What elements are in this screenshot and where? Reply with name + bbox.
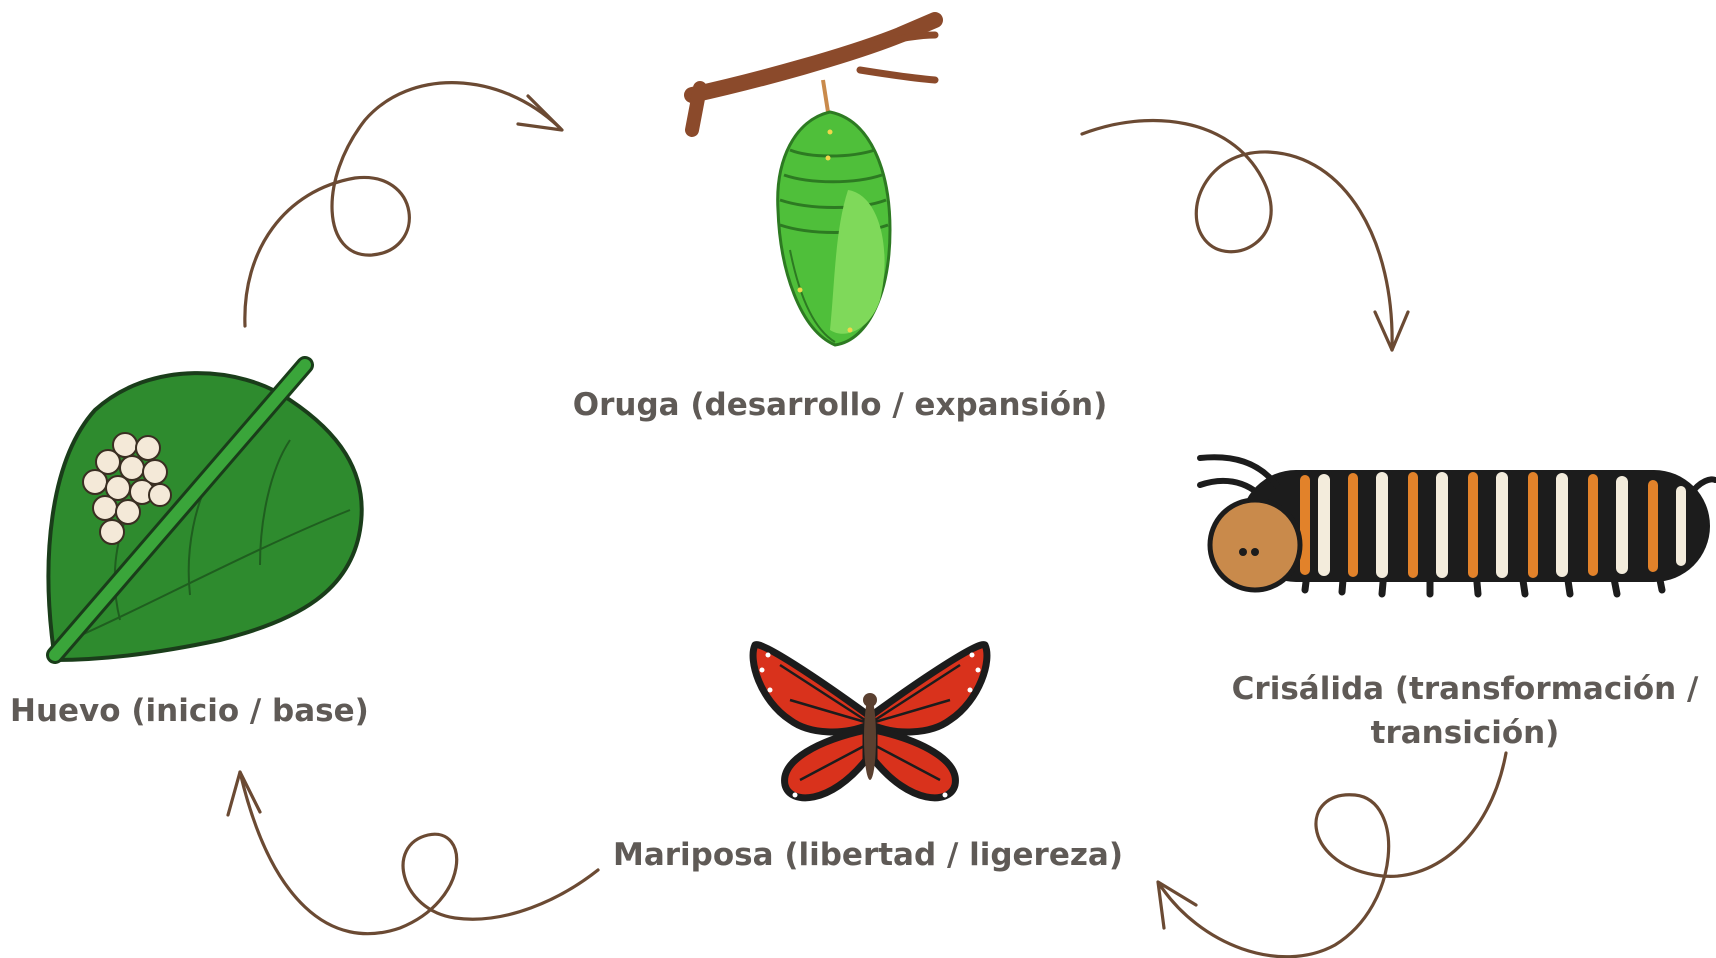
arrow-mariposa-to-huevo xyxy=(228,772,598,934)
label-huevo: Huevo (inicio / base) xyxy=(10,689,360,733)
arrow-crisalida-to-mariposa xyxy=(1158,753,1506,957)
caterpillar-icon xyxy=(1200,457,1715,594)
leaf-with-eggs-icon xyxy=(48,365,361,660)
label-crisalida: Crisálida (transformación / transición) xyxy=(1220,667,1710,755)
label-mariposa: Mariposa (libertad / ligereza) xyxy=(608,833,1128,877)
arrow-oruga-to-crisalida xyxy=(1082,121,1408,350)
arrow-huevo-to-oruga xyxy=(245,83,562,326)
label-oruga: Oruga (desarrollo / expansión) xyxy=(560,383,1120,427)
chrysalis-icon xyxy=(692,20,935,345)
butterfly-icon xyxy=(753,645,987,798)
